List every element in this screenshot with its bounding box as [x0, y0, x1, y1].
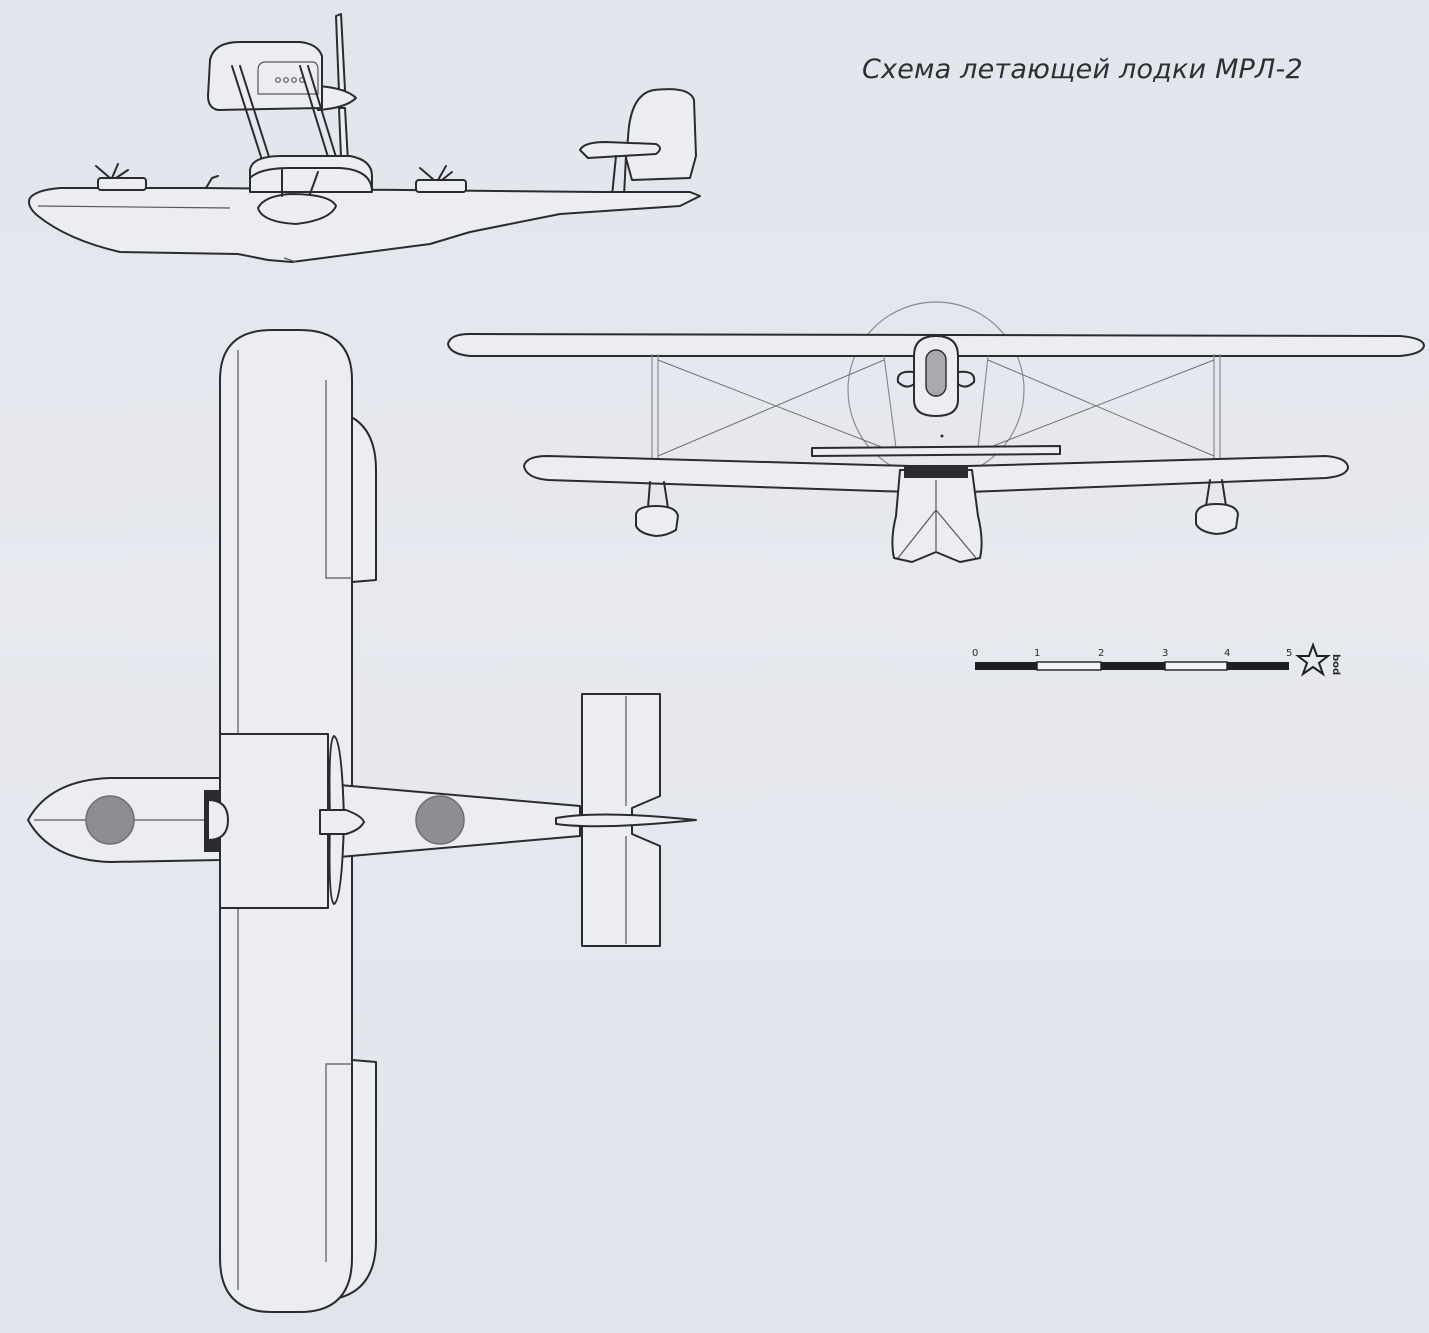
- front-cockpit-opening: [904, 466, 968, 478]
- star-logo-icon: [1295, 642, 1331, 677]
- side-wing-float: [257, 193, 337, 225]
- side-hull-cabin: [249, 167, 373, 193]
- side-tail-strut: [611, 155, 627, 197]
- front-cabane-struts: [883, 355, 989, 449]
- side-tail-fin: [625, 88, 697, 181]
- side-rear-strut: [299, 65, 341, 171]
- top-fin-tip: [555, 813, 697, 828]
- top-front-gun-ring: [85, 795, 135, 845]
- front-hub-dot: [940, 434, 944, 438]
- side-cockpit-windshield: [205, 175, 219, 189]
- top-spinner: [319, 809, 365, 835]
- top-wing-center-section: [219, 733, 329, 909]
- side-spinner: [317, 85, 357, 111]
- top-rear-gun-ring: [415, 795, 465, 845]
- side-rear-gun-turret: [415, 165, 467, 193]
- top-windshield: [207, 799, 229, 841]
- front-bracing-wires: [657, 359, 1215, 457]
- side-propeller-upper-blade: [335, 13, 346, 93]
- front-hull: [891, 469, 983, 563]
- side-upper-wing: [207, 41, 323, 111]
- side-hull: [28, 187, 701, 263]
- scale-segment-4: [1164, 661, 1228, 671]
- watermark-text: bod: [1330, 654, 1341, 675]
- scale-segment-3: [1101, 662, 1165, 670]
- front-right-outer-strut: [1213, 354, 1221, 462]
- front-left-outer-strut: [651, 354, 659, 462]
- side-tailplane: [579, 141, 661, 159]
- side-view: [28, 13, 701, 263]
- side-engine-outline: [257, 61, 319, 95]
- top-view: [27, 329, 697, 1313]
- scale-segment-2: [1036, 661, 1102, 671]
- scale-tick-4: 4: [1224, 648, 1230, 659]
- side-hull-chine: [37, 205, 297, 263]
- front-engine-exhausts: [896, 370, 976, 388]
- scale-segment-1: [975, 662, 1037, 670]
- front-engine-radiator: [925, 349, 947, 397]
- scale-tick-5: 5: [1286, 648, 1292, 659]
- top-aileron-lower: [325, 1063, 352, 1262]
- front-left-float: [635, 481, 679, 537]
- front-hull-keel: [897, 480, 977, 559]
- front-right-float: [1195, 479, 1239, 535]
- page-title: Схема летающей лодки МРЛ-2: [862, 54, 1303, 85]
- scale-tick-1: 1: [1034, 648, 1040, 659]
- front-tailplane: [811, 445, 1061, 457]
- side-front-gun-turret: [95, 163, 147, 191]
- front-view: [447, 301, 1425, 563]
- scale-tick-2: 2: [1098, 648, 1104, 659]
- side-float-strut: [281, 169, 319, 197]
- side-front-strut: [231, 65, 271, 161]
- scale-tick-3: 3: [1162, 648, 1168, 659]
- scale-tick-0: 0: [972, 648, 978, 659]
- scale-segment-5: [1227, 662, 1289, 670]
- scale-bar: 0 1 2 3 4 5 bod: [972, 642, 1341, 677]
- top-aileron-upper: [325, 380, 352, 579]
